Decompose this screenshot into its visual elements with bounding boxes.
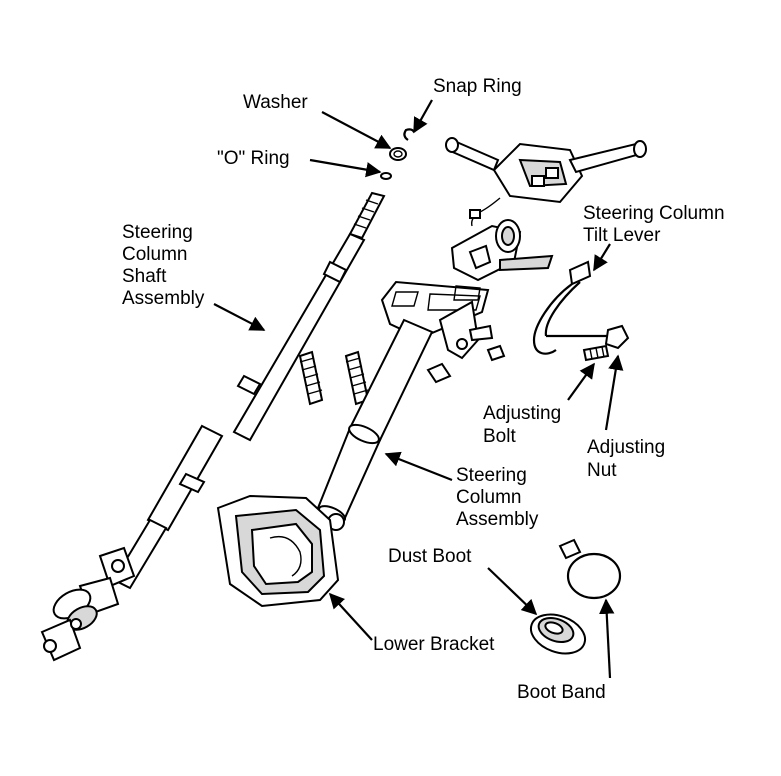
label-dust-boot: Dust Boot [388,546,472,567]
label-shaft-assembly-line-4: Assembly [122,288,205,309]
label-tilt-lever-line-1: Steering Column [583,203,725,224]
label-adjusting-bolt-line-2: Bolt [483,426,516,447]
label-adjusting-nut-line-2: Nut [587,460,617,481]
column-tube-drawing [316,318,434,531]
label-column-assembly-line-1: Steering [456,465,527,486]
boot-band-drawing [558,538,622,600]
label-adjusting-nut-line-1: Adjusting [587,437,666,458]
tilt-lever-drawing [486,260,630,362]
small-rings-drawing [380,128,415,180]
label-lower-bracket: Lower Bracket [373,634,495,655]
springs-drawing [298,350,452,406]
label-adjusting-bolt-line-1: Adjusting [483,403,562,424]
label-boot-band: Boot Band [517,682,606,703]
combination-switch-drawing [445,137,647,227]
label-shaft-assembly-line-2: Column [122,244,188,265]
label-washer: Washer [243,92,308,113]
shaft-assembly-drawing [40,191,386,662]
lower-bracket-drawing [216,494,340,608]
leader-lines [213,99,624,679]
label-column-assembly-line-2: Column [456,487,522,508]
label-shaft-assembly-line-3: Shaft [122,266,167,287]
label-o-ring: "O" Ring [217,148,290,169]
label-snap-ring: Snap Ring [433,76,522,97]
label-shaft-assembly-line-1: Steering [122,222,193,243]
label-tilt-lever-line-2: Tilt Lever [583,225,661,246]
dust-boot-drawing [529,613,587,655]
label-column-assembly-line-3: Assembly [456,509,539,530]
